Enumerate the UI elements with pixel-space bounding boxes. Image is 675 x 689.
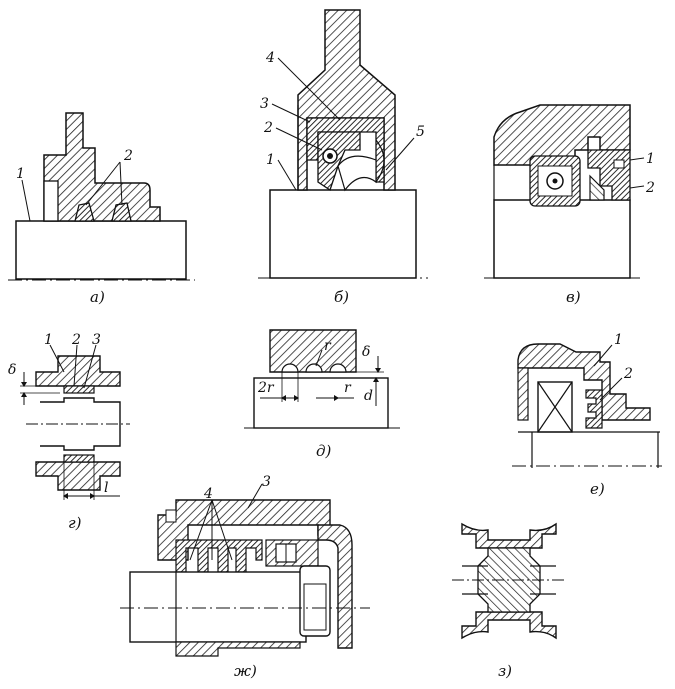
caption-g: г) [68, 514, 82, 532]
housing-g-bottom [35, 461, 121, 491]
caption-v: в) [566, 288, 581, 306]
housing-z-bottom [461, 611, 557, 640]
label-v-1: 1 [646, 151, 655, 167]
housing-a [43, 112, 161, 222]
shaft-z [462, 565, 556, 595]
dim-d-d: d [364, 388, 373, 404]
label-zh-4: 4 [203, 486, 213, 502]
label-g-1: 1 [44, 332, 53, 348]
dim-g-l: l [104, 480, 108, 496]
shaft-a [15, 220, 187, 280]
label-e-2: 2 [623, 366, 633, 382]
label-v-2: 2 [645, 180, 655, 196]
shaft-g [40, 397, 121, 451]
housing-zh-top [157, 499, 331, 561]
label-b-4: 4 [265, 50, 275, 66]
figure-z: з) [452, 522, 566, 680]
label-a-2: 2 [123, 148, 133, 164]
label-g-2: 2 [71, 332, 81, 348]
label-b-1: 1 [266, 152, 275, 168]
dim-d-r2: r [344, 380, 352, 396]
shaft-b [269, 189, 417, 279]
figure-zh: 4 3 ж) [120, 474, 370, 680]
label-b-5: 5 [416, 124, 425, 140]
figure-g: δ l 1 2 3 г) [8, 332, 130, 532]
labyrinth-e [585, 389, 603, 429]
caption-d: д) [316, 442, 332, 460]
caption-zh: ж) [234, 662, 257, 680]
end-cap-zh [317, 524, 353, 649]
label-e-1: 1 [614, 332, 623, 348]
housing-g-top [35, 355, 121, 387]
seal-ring-a2 [111, 202, 132, 222]
shaft-v [493, 199, 631, 279]
figure-b: 4 3 2 1 5 б) [258, 9, 428, 306]
shaft-d [253, 377, 389, 429]
figure-v: 1 2 в) [484, 104, 655, 306]
caption-a: а) [90, 288, 105, 306]
label-a-1: 1 [16, 166, 25, 182]
label-zh-3: 3 [262, 474, 271, 490]
lip-seal-b [317, 131, 361, 192]
label-b-3: 3 [260, 96, 269, 112]
dim-g-delta: δ [8, 362, 16, 378]
dim-d-delta: δ [362, 344, 370, 360]
housing-z-top [461, 522, 557, 549]
figure-d: δ d 2r r r д) [244, 329, 400, 460]
figure-a: 1 2 а) [8, 112, 195, 306]
caption-z: з) [498, 662, 512, 680]
shaft-zh [129, 571, 307, 643]
dim-d-2r: 2r [257, 380, 275, 396]
caption-e: е) [590, 480, 605, 498]
figure-e: 1 2 е) [512, 332, 662, 498]
label-b-2: 2 [263, 120, 273, 136]
labyrinth-zh [175, 539, 263, 573]
caption-b: б) [334, 288, 349, 306]
dim-d-r1: r [324, 338, 332, 354]
seal-ring-a1 [74, 202, 95, 222]
housing-v [493, 104, 631, 166]
label-g-3: 3 [92, 332, 101, 348]
